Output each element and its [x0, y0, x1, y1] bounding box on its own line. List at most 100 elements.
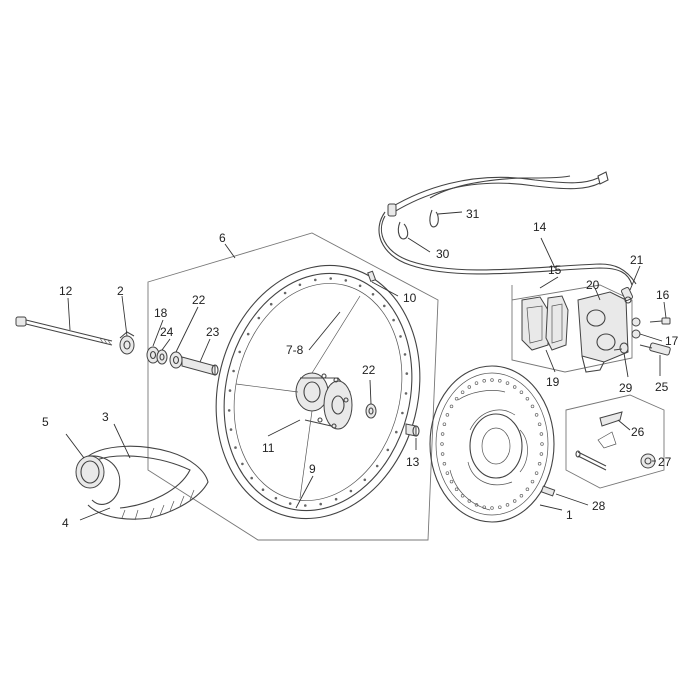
- callout-21: 21: [630, 253, 644, 267]
- brake-pad-left: [521, 296, 549, 351]
- brake-disc: [429, 365, 555, 523]
- callout-10: 10: [403, 291, 417, 305]
- brake-caliper: [577, 291, 629, 373]
- disc-vent-hole: [482, 379, 486, 383]
- brake-hose: [378, 171, 637, 286]
- callout-7-8: 7-8: [286, 343, 304, 357]
- spoke-hole: [371, 293, 375, 296]
- spacer-tube: [181, 356, 219, 376]
- wheel-rim: [215, 264, 421, 520]
- pad-spring: [597, 411, 623, 449]
- spoke-hole: [403, 353, 407, 356]
- disc-vent-hole: [512, 385, 517, 389]
- spoke-hole: [334, 497, 338, 501]
- disc-vent-hole: [530, 404, 535, 409]
- bleed-screw: [620, 287, 634, 304]
- disc-vent-hole: [454, 396, 459, 401]
- disc-vent-hole: [505, 503, 510, 507]
- spoke-hole: [283, 291, 287, 295]
- disc-vent-hole: [490, 378, 494, 382]
- callout-16: 16: [656, 288, 670, 302]
- spoke-hole: [358, 284, 362, 288]
- callout-2: 2: [117, 284, 124, 298]
- spoke-hole: [399, 335, 402, 338]
- hose-clip-30: [397, 221, 409, 240]
- spoke-hole: [395, 430, 398, 434]
- callout-4: 4: [62, 516, 69, 530]
- callout-15: 15: [548, 263, 562, 277]
- disc-vent-hole: [539, 432, 544, 436]
- spoke-hole: [329, 277, 333, 280]
- callout-3: 3: [102, 410, 109, 424]
- leader-lines: [65, 211, 667, 521]
- callout-13: 13: [406, 455, 420, 469]
- disc-vent-hole: [454, 487, 459, 492]
- spoke-hole: [269, 302, 273, 306]
- disc-vent-hole: [474, 381, 479, 385]
- spoke-hole: [404, 392, 408, 395]
- spoke-hole: [274, 496, 278, 500]
- wheel-hub: [295, 372, 353, 430]
- callout-28: 28: [592, 499, 606, 513]
- callout-23: 23: [206, 325, 220, 339]
- disc-vent-hole: [498, 379, 502, 383]
- disc-vent-hole: [449, 404, 454, 409]
- disc-vent-hole: [467, 499, 472, 503]
- spoke-hole: [261, 488, 265, 492]
- disc-vent-hole: [519, 494, 524, 498]
- callout-29: 29: [619, 381, 633, 395]
- disc-vent-hole: [440, 432, 445, 436]
- callout-27: 27: [658, 455, 672, 469]
- callout-20: 20: [586, 278, 600, 292]
- disc-vent-hole: [440, 452, 445, 456]
- spoke-hole: [401, 411, 404, 415]
- bearing-22-left: [169, 351, 183, 369]
- disc-vent-hole: [445, 471, 450, 475]
- callout-22-left: 22: [192, 293, 206, 307]
- spoke-hole: [241, 462, 244, 466]
- spoke-hole: [304, 504, 307, 507]
- callout-17: 17: [665, 334, 679, 348]
- disc-vent-hole: [460, 390, 465, 394]
- spoke-hole: [229, 428, 233, 431]
- disc-vent-hole: [474, 503, 479, 507]
- spoke-hole: [319, 502, 323, 506]
- disc-vent-hole: [505, 381, 510, 385]
- disc-vent-hole: [534, 413, 539, 417]
- spoke-hole: [392, 318, 395, 322]
- callout-5: 5: [42, 415, 49, 429]
- disc-vent-hole: [440, 442, 444, 446]
- spoke-hole: [298, 283, 302, 287]
- callout-6: 6: [219, 231, 226, 245]
- disc-vent-hole: [540, 442, 544, 446]
- brake-pads-outline: [511, 284, 633, 373]
- brake-pad-right: [545, 295, 569, 351]
- spoke-hole: [405, 372, 409, 375]
- spoke-hole: [349, 489, 353, 493]
- disc-bolt: [540, 485, 556, 497]
- callout-22-right: 22: [362, 363, 376, 377]
- disc-vent-hole: [442, 422, 447, 426]
- spoke-holes: [227, 277, 409, 507]
- disc-vent-hole: [442, 462, 447, 466]
- spoke-hole: [228, 389, 232, 392]
- bolt-16: [649, 317, 671, 325]
- disc-vent-hole: [449, 479, 454, 484]
- spoke-hole: [383, 304, 386, 308]
- pad-pin: [575, 450, 607, 471]
- disc-vent-hole: [490, 506, 494, 510]
- disc-vent-hole: [460, 494, 465, 498]
- caliper-bolt-25: [639, 342, 671, 356]
- disc-vent-hole: [537, 422, 542, 426]
- disc-vent-hole: [525, 487, 530, 492]
- callout-18: 18: [154, 306, 168, 320]
- callout-31: 31: [466, 207, 480, 221]
- callout-12: 12: [59, 284, 73, 298]
- front-axle: [15, 316, 113, 346]
- disc-holes: [440, 378, 544, 510]
- inner-tube: [75, 455, 121, 505]
- disc-vent-hole: [534, 471, 539, 475]
- callout-25: 25: [655, 380, 669, 394]
- disc-vent-hole: [519, 390, 524, 394]
- callout-30: 30: [436, 247, 450, 261]
